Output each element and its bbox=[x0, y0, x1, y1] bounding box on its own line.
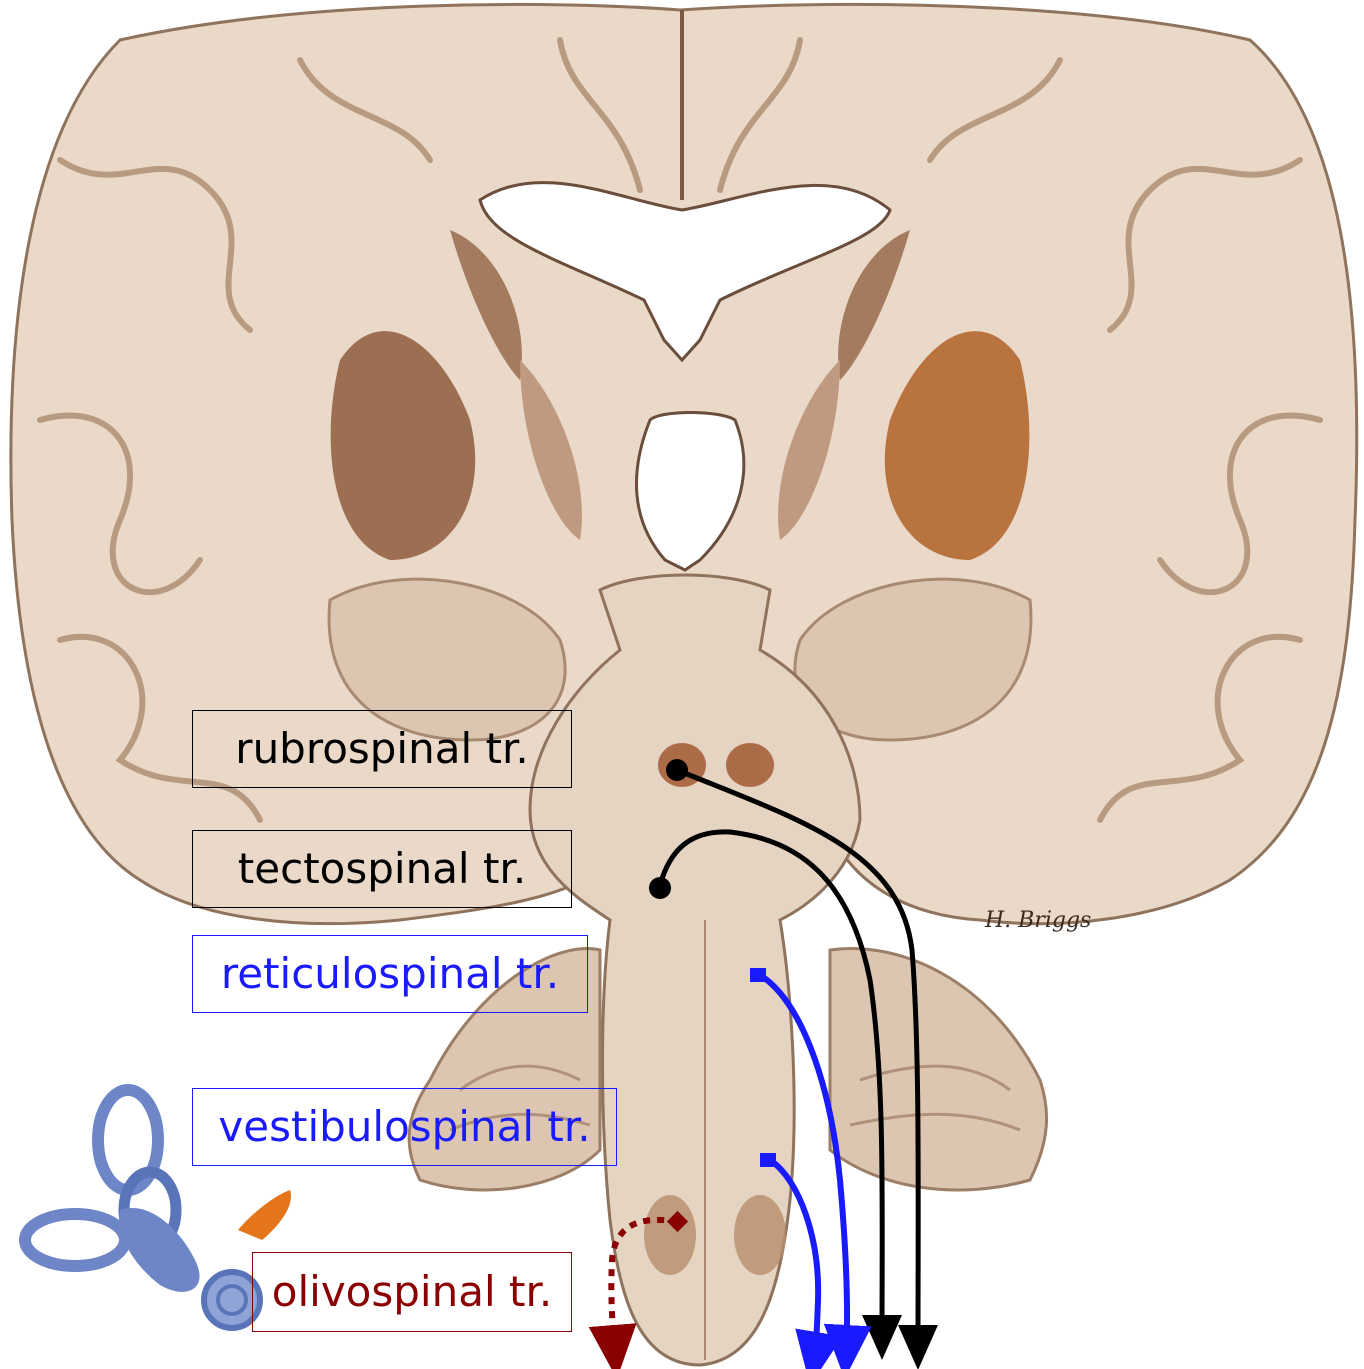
artist-signature: H. Briggs bbox=[985, 908, 1091, 933]
ossicle bbox=[238, 1190, 291, 1240]
olivospinal-label: olivospinal tr. bbox=[252, 1252, 572, 1332]
tectospinal-label: tectospinal tr. bbox=[192, 830, 572, 908]
semicircular-canal-2 bbox=[25, 1214, 125, 1266]
rubrospinal-origin bbox=[666, 759, 688, 781]
rubrospinal-label: rubrospinal tr. bbox=[192, 710, 572, 788]
vestibulospinal-origin bbox=[760, 1153, 776, 1167]
vestibulospinal-label: vestibulospinal tr. bbox=[192, 1088, 617, 1166]
reticulospinal-label: reticulospinal tr. bbox=[192, 935, 588, 1013]
tectospinal-origin bbox=[649, 877, 671, 899]
reticulospinal-origin bbox=[750, 968, 766, 982]
vestibule bbox=[119, 1208, 199, 1292]
